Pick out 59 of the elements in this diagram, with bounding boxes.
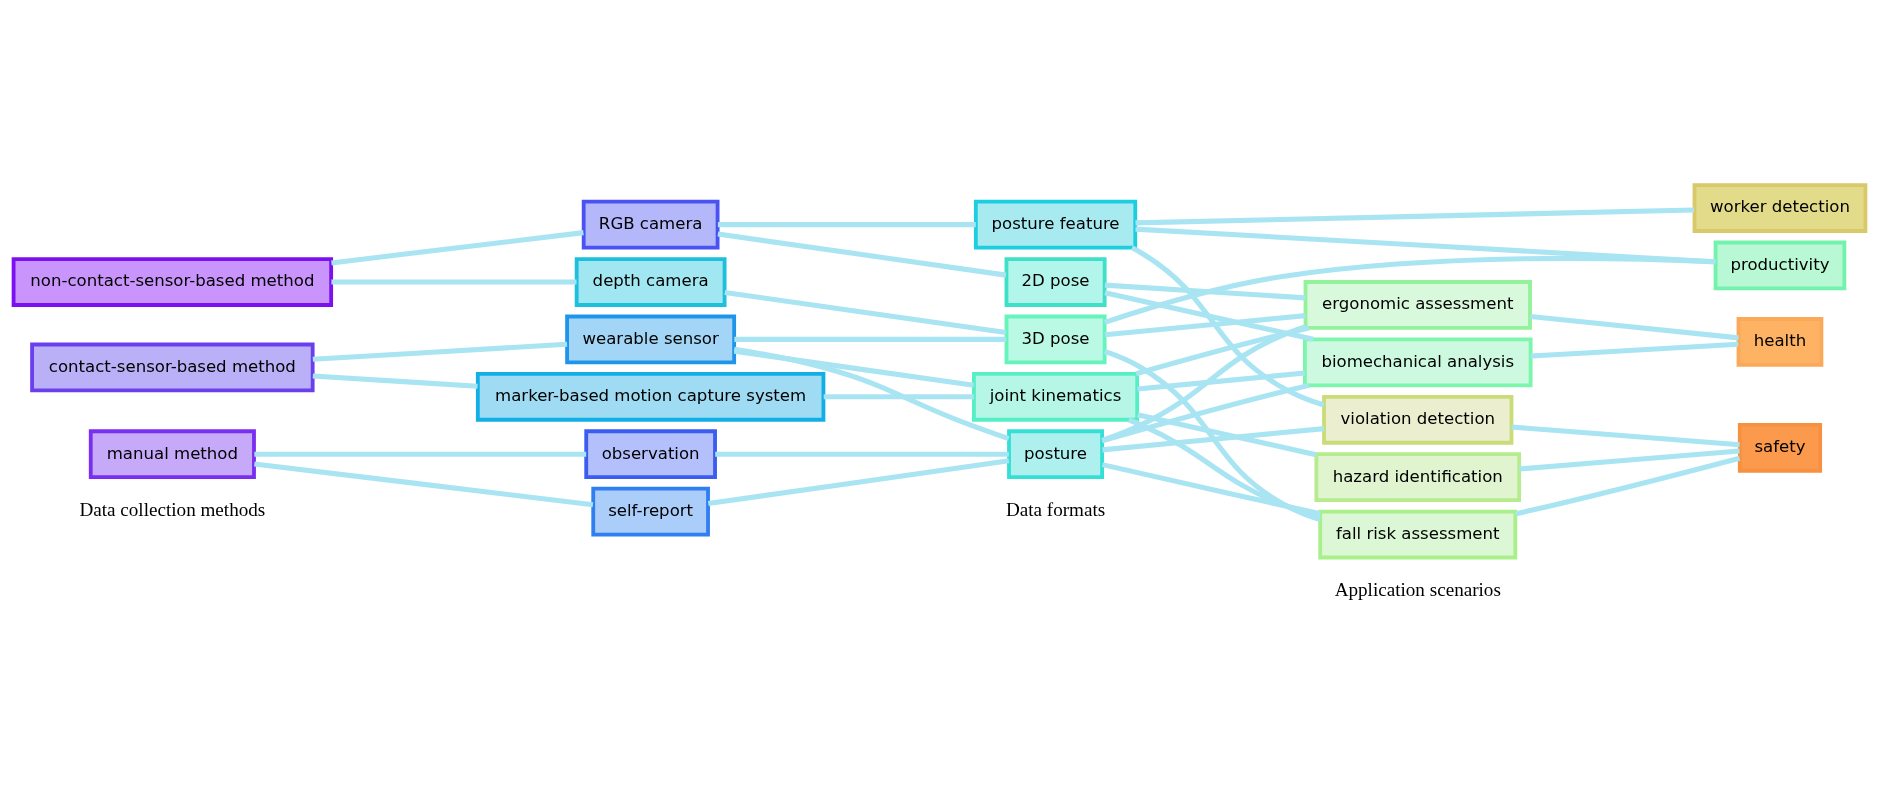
node-box: worker detection <box>1692 183 1868 233</box>
connector <box>1137 412 1317 458</box>
connector <box>1135 325 1310 377</box>
connector <box>717 231 1007 278</box>
connector <box>823 394 974 400</box>
connector <box>331 279 577 285</box>
connector <box>715 451 1009 457</box>
connector <box>734 336 1007 342</box>
connector <box>707 458 1010 507</box>
node-box: marker-based motion capture system <box>475 371 826 422</box>
connector <box>1103 255 1716 325</box>
node-box: wearable sensor <box>565 314 737 365</box>
node-box: joint kinematics <box>972 371 1140 422</box>
connector <box>254 451 587 457</box>
node-box: ergonomic assessment <box>1303 280 1532 330</box>
node-box: non-contact-sensor-based method <box>11 257 334 307</box>
node-box: observation <box>584 429 717 480</box>
connector <box>331 230 584 266</box>
connector <box>1135 207 1695 226</box>
connector <box>254 461 594 508</box>
node-box: productivity <box>1713 240 1847 291</box>
connector <box>1530 313 1739 341</box>
connector <box>724 289 1007 336</box>
connector <box>1127 417 1321 520</box>
connector <box>1101 382 1310 444</box>
node-box: RGB camera <box>581 199 720 250</box>
node-box: contact-sensor-based method <box>30 342 315 393</box>
node-box: manual method <box>88 429 256 480</box>
connector <box>1130 245 1325 408</box>
connector <box>1104 313 1306 338</box>
node-box: health <box>1736 317 1824 367</box>
node-box: biomechanical analysis <box>1302 337 1533 388</box>
node-box: 2D pose <box>1004 257 1107 307</box>
node-box: safety <box>1737 422 1823 473</box>
connector <box>312 341 568 362</box>
connector <box>1514 455 1741 517</box>
connector <box>1102 426 1325 453</box>
connector <box>1519 448 1740 472</box>
connector <box>1137 370 1305 392</box>
connector <box>733 346 1010 442</box>
connector <box>1511 424 1740 448</box>
label: Data formats <box>1005 499 1106 521</box>
connector <box>1103 348 1321 523</box>
node-box: posture <box>1007 429 1105 480</box>
connector <box>1101 462 1321 517</box>
label: Application scenarios <box>1334 579 1501 601</box>
node-box: fall risk assessment <box>1318 509 1518 560</box>
node-box: 3D pose <box>1004 314 1107 365</box>
node-box: hazard identification <box>1314 452 1522 503</box>
connector <box>1104 282 1306 301</box>
node-box: posture feature <box>973 199 1138 250</box>
connector <box>717 222 976 228</box>
connector <box>312 373 478 389</box>
connector <box>1104 290 1314 342</box>
label: Data collection methods <box>79 499 266 521</box>
node-box: self-report <box>591 486 710 537</box>
connector <box>1530 341 1739 359</box>
node-box: depth camera <box>574 257 727 307</box>
node-box: violation detection <box>1322 394 1514 445</box>
